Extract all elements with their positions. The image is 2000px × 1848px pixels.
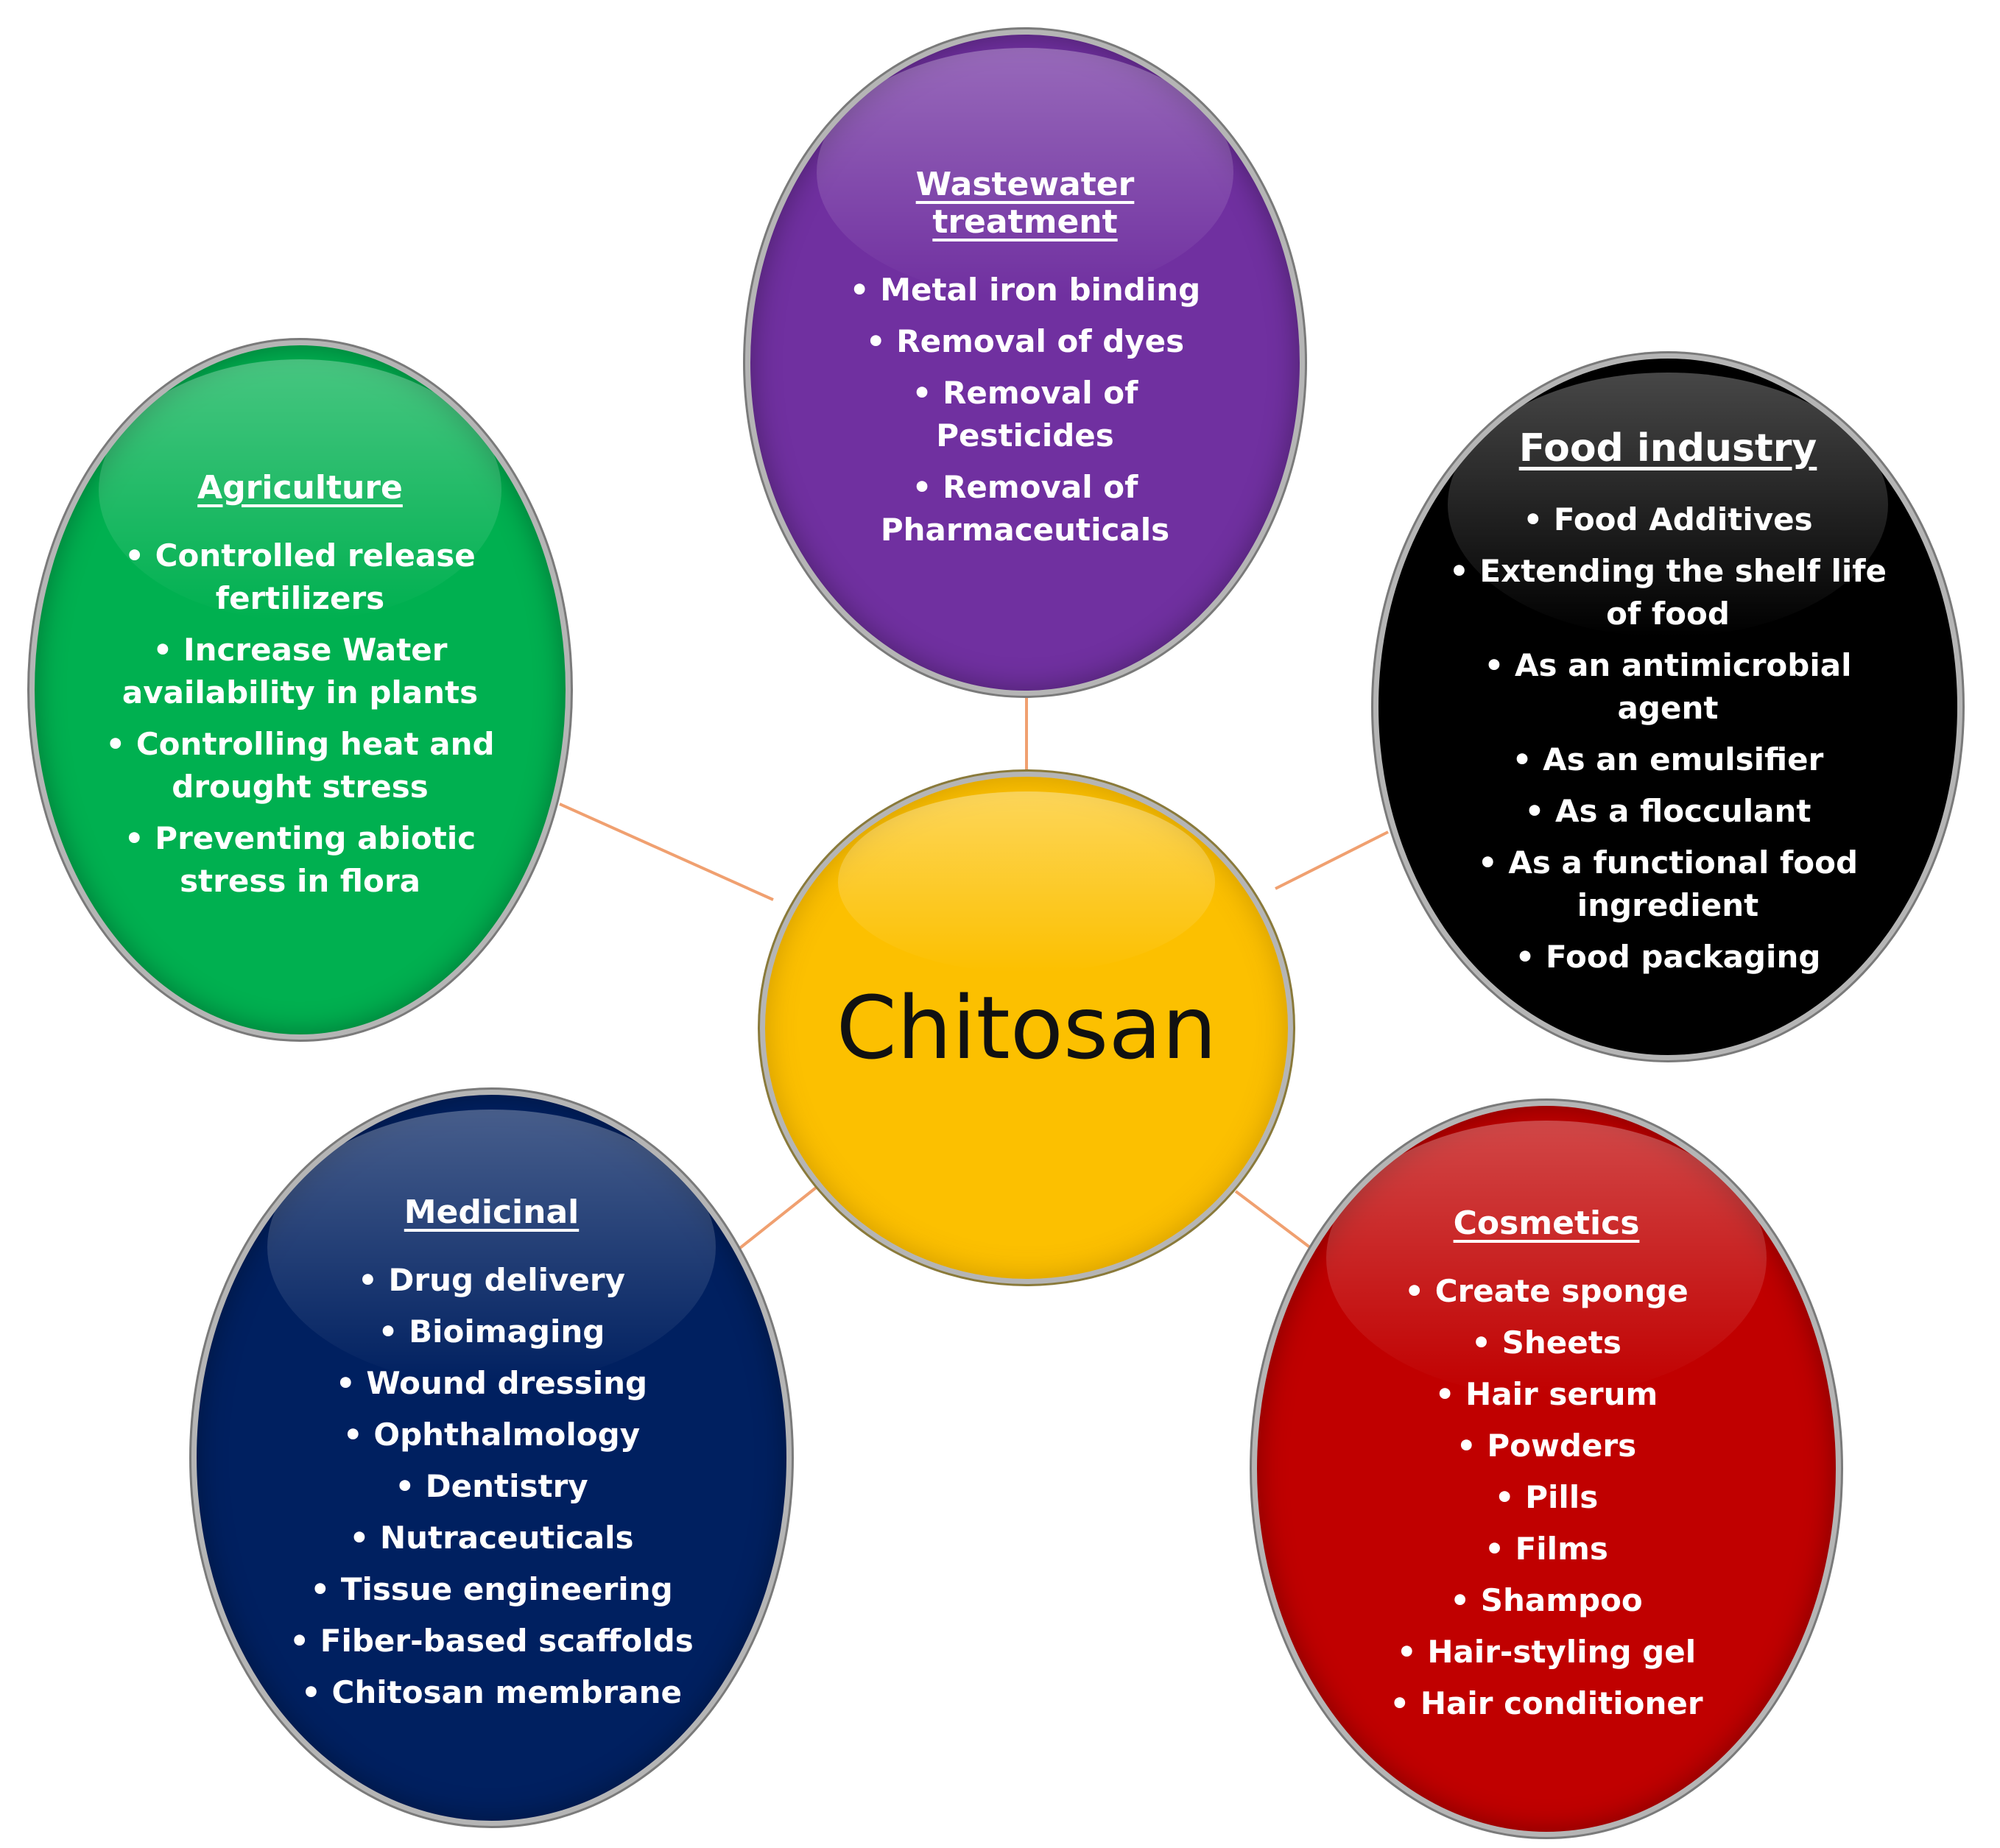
connector-cosmetics [1234, 1190, 1312, 1249]
category-heading: Food industry [1518, 426, 1817, 470]
bullet-item: As an emulsifier [1449, 738, 1887, 781]
cosmetics-oval: Cosmetics Create spongeSheetsHair serumP… [1252, 1101, 1841, 1837]
bullet-item: Metal iron binding [850, 269, 1200, 311]
bullet-item: Fiber-based scaffolds [289, 1620, 694, 1662]
category-items: Create spongeSheetsHair serumPowdersPill… [1390, 1261, 1703, 1734]
center-circle: Chitosan [760, 772, 1293, 1284]
bullet-item: Nutraceuticals [289, 1517, 693, 1559]
category-heading: Agriculture [197, 468, 403, 507]
bullet-item: Drug delivery [289, 1259, 693, 1302]
center-title: Chitosan [836, 977, 1217, 1079]
category-items: Food AdditivesExtending the shelf lifeof… [1449, 490, 1887, 987]
bullet-item: Sheets [1390, 1322, 1703, 1364]
bullet-item: Bioimaging [289, 1311, 693, 1353]
medicinal-oval: Medicinal Drug deliveryBioimagingWound d… [191, 1090, 792, 1826]
bullet-item: Hair conditioner [1390, 1682, 1703, 1725]
category-items: Metal iron bindingRemoval of dyesRemoval… [850, 260, 1200, 560]
bullet-item: Food Additives [1449, 498, 1887, 541]
bullet-item: As a flocculant [1449, 790, 1887, 833]
category-heading: Cosmetics [1453, 1204, 1640, 1242]
category-items: Drug deliveryBioimagingWound dressingOph… [289, 1250, 694, 1723]
food-industry-oval: Food industry Food AdditivesExtending th… [1373, 353, 1962, 1060]
bullet-item: Hair serum [1390, 1373, 1703, 1416]
connector-food [1275, 830, 1389, 890]
bullet-item: Powders [1390, 1425, 1703, 1467]
bullet-item: Food packaging [1449, 936, 1887, 978]
wastewater-treatment-oval: Wastewater treatment Metal iron bindingR… [745, 29, 1305, 696]
bullet-item: Removal of dyes [850, 320, 1200, 363]
agriculture-oval: Agriculture Controlled releasefertilizer… [29, 340, 571, 1040]
category-heading: Wastewater treatment [915, 165, 1135, 241]
bullet-item: Tissue engineering [289, 1568, 693, 1611]
bullet-item: Films [1390, 1528, 1703, 1570]
bullet-item: Chitosan membrane [289, 1671, 693, 1714]
gloss-highlight [838, 791, 1215, 973]
bullet-item: Pills [1390, 1476, 1703, 1519]
bullet-item: Create sponge [1390, 1270, 1703, 1313]
bullet-item: Shampoo [1390, 1579, 1703, 1622]
connector-medicinal [739, 1184, 820, 1249]
connector-agriculture [559, 803, 774, 901]
bullet-item: Wound dressing [289, 1362, 693, 1405]
bullet-item: Ophthalmology [289, 1414, 693, 1456]
category-heading: Medicinal [404, 1193, 580, 1231]
bullet-item: Hair-styling gel [1390, 1631, 1703, 1674]
bullet-item: Dentistry [289, 1465, 693, 1508]
category-items: Controlled releasefertilizersIncrease Wa… [105, 526, 495, 911]
